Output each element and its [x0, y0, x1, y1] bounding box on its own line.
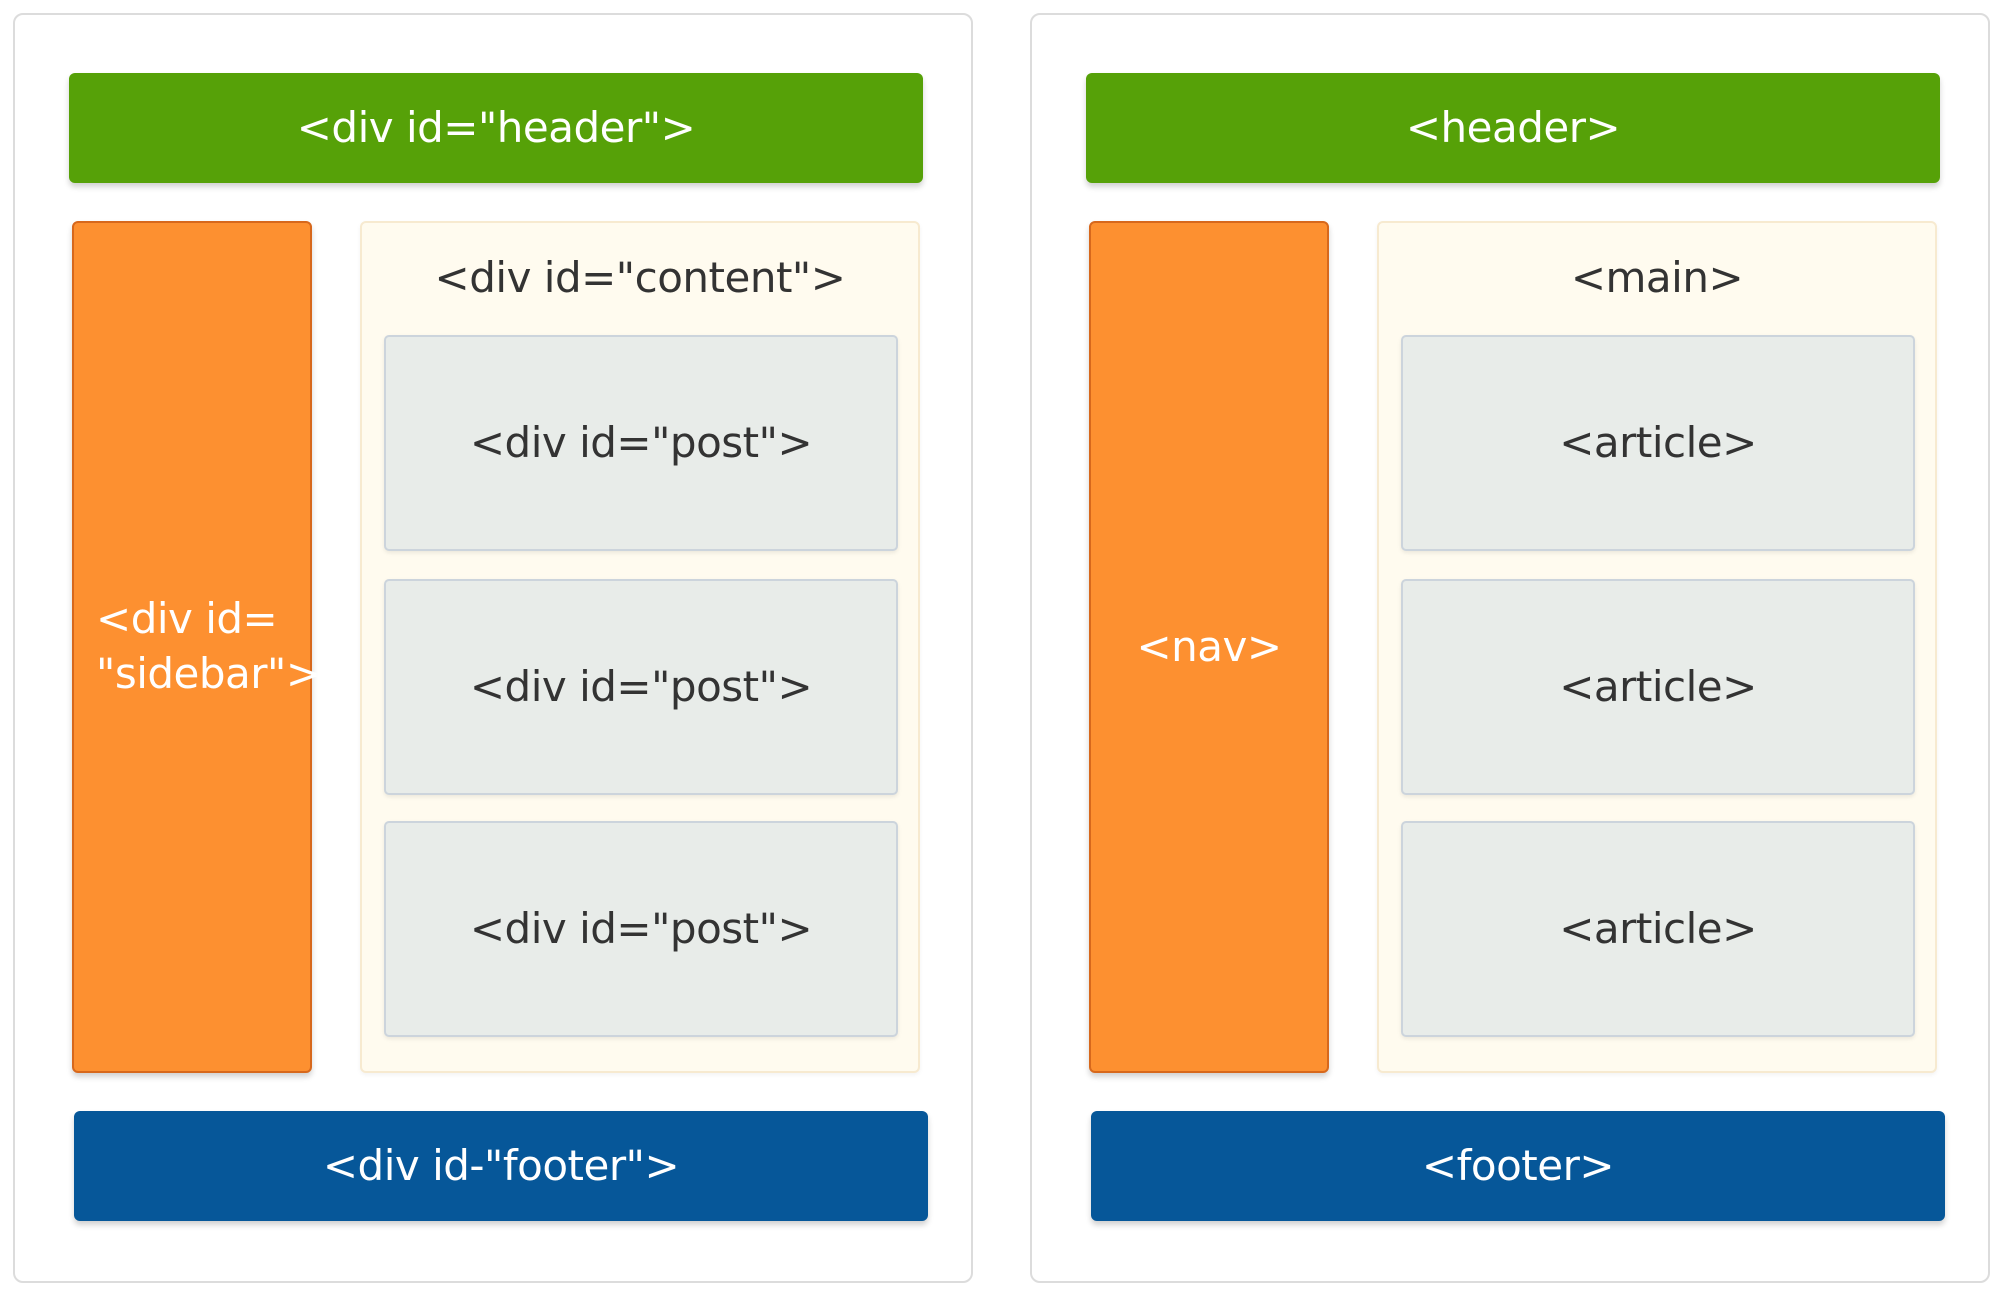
sidebar-block: <div id= "sidebar">: [72, 221, 321, 1073]
content-label: <div id="content">: [434, 253, 846, 302]
semantic-layout-panel: <header> <nav> <main> <article> <article…: [1030, 13, 1990, 1283]
main-block: <main> <article> <article> <article>: [1377, 221, 1937, 1073]
content-block: <div id="content"> <div id="post"> <div …: [360, 221, 920, 1073]
nav-block: <nav>: [1089, 221, 1329, 1073]
footer-block: <footer>: [1091, 1111, 1945, 1221]
post-block: <div id="post">: [384, 579, 898, 795]
div-layout-panel: <div id="header"> <div id= "sidebar"> <d…: [13, 13, 973, 1283]
article-block: <article>: [1401, 579, 1915, 795]
footer-block: <div id-"footer">: [74, 1111, 928, 1221]
header-block: <div id="header">: [69, 73, 923, 183]
main-label: <main>: [1570, 253, 1744, 302]
post-block: <div id="post">: [384, 821, 898, 1037]
article-block: <article>: [1401, 335, 1915, 551]
header-block: <header>: [1086, 73, 1940, 183]
post-block: <div id="post">: [384, 335, 898, 551]
article-block: <article>: [1401, 821, 1915, 1037]
